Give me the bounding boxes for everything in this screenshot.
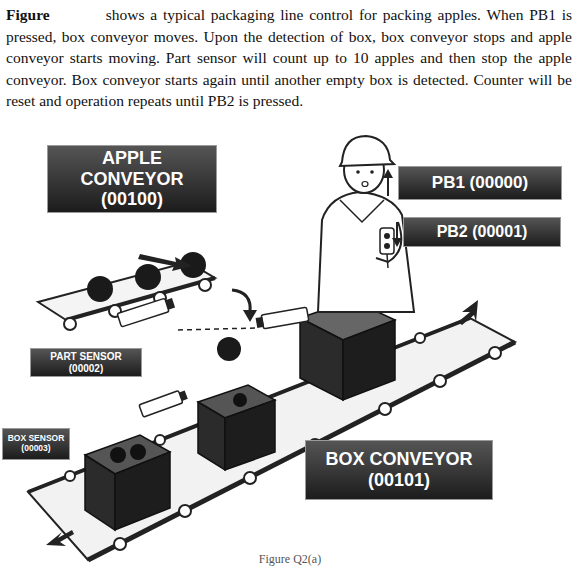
roller bbox=[65, 471, 75, 481]
apple bbox=[217, 337, 241, 361]
sensor-lens bbox=[165, 298, 175, 310]
description-block: Figure shows a typical packaging line co… bbox=[6, 4, 572, 112]
worker-arm bbox=[376, 222, 401, 262]
node-label: BOX CONVEYOR (00101) bbox=[308, 449, 490, 490]
apple bbox=[135, 264, 161, 290]
part-sensor-receiver bbox=[255, 307, 309, 330]
press-arrowhead bbox=[392, 238, 402, 247]
label-box: APPLE CONVEYOR (00100) bbox=[47, 145, 217, 213]
roller bbox=[415, 333, 425, 343]
roller bbox=[114, 538, 126, 550]
fall-arrow bbox=[232, 290, 250, 312]
press-arrow bbox=[396, 222, 398, 240]
apple bbox=[130, 444, 146, 460]
node-label: PB1 (00000) bbox=[432, 173, 528, 193]
fall-arrowhead bbox=[243, 310, 257, 322]
label-box: BOX CONVEYOR (00101) bbox=[305, 440, 493, 500]
figure-caption: Figure Q2(a) bbox=[180, 552, 400, 567]
label-text-group: BOX CONVEYOR (00101) bbox=[308, 449, 490, 490]
press-arrow bbox=[387, 176, 389, 196]
node-label: APPLE CONVEYOR (00100) bbox=[50, 148, 214, 210]
sensor-cylinder bbox=[261, 307, 309, 329]
box-side bbox=[300, 318, 343, 400]
node-label: PART SENSOR (00002) bbox=[33, 351, 139, 374]
box-conveyor-belt bbox=[28, 318, 515, 560]
sensor-lens bbox=[179, 390, 188, 401]
direction-arrow bbox=[458, 300, 478, 325]
box-side bbox=[85, 455, 115, 530]
roller bbox=[434, 375, 446, 387]
label-text-group: PART SENSOR (00002) bbox=[33, 351, 139, 374]
sensor-lens bbox=[256, 317, 265, 328]
roller bbox=[179, 505, 191, 517]
label-box: BOX SENSOR (00003) bbox=[2, 428, 70, 460]
box-front bbox=[225, 400, 275, 470]
node-label: BOX SENSOR (00003) bbox=[5, 434, 67, 454]
box-front bbox=[343, 320, 395, 400]
pendant-station bbox=[380, 228, 394, 254]
box-side bbox=[198, 402, 225, 470]
part-sensor-body bbox=[117, 296, 176, 327]
worker-mouth bbox=[362, 182, 368, 187]
label-box: PB2 (00001) bbox=[403, 217, 561, 247]
roller bbox=[64, 318, 76, 330]
description-text: shows a typical packaging line control f… bbox=[6, 6, 572, 109]
press-arrowhead bbox=[383, 169, 393, 178]
roller bbox=[244, 472, 256, 484]
sensor-beam bbox=[178, 328, 256, 330]
box-front bbox=[115, 452, 170, 530]
label-box: PB1 (00000) bbox=[398, 166, 562, 200]
apple bbox=[87, 276, 113, 302]
roller bbox=[379, 403, 391, 415]
roller bbox=[489, 347, 501, 359]
box-sensor-body bbox=[139, 389, 189, 418]
worker-eye bbox=[370, 170, 374, 174]
worker-collar bbox=[340, 200, 384, 222]
label-text-group: APPLE CONVEYOR (00100) bbox=[50, 148, 214, 210]
push-button bbox=[384, 243, 390, 249]
worker-eye bbox=[356, 170, 360, 174]
worker-body bbox=[318, 192, 414, 312]
worker-helmet bbox=[340, 136, 394, 166]
push-button bbox=[384, 233, 390, 239]
label-text-group: BOX SENSOR (00003) bbox=[5, 434, 67, 454]
label-text-group: PB1 (00000) bbox=[432, 173, 528, 193]
direction-arrow bbox=[46, 530, 74, 546]
pendant-cable bbox=[387, 254, 388, 268]
apple bbox=[110, 447, 126, 463]
label-box: PART SENSOR (00002) bbox=[30, 348, 142, 377]
direction-arrow bbox=[138, 254, 192, 271]
node-label: PB2 (00001) bbox=[437, 223, 528, 241]
label-text-group: PB2 (00001) bbox=[437, 223, 528, 241]
figure-ref: Figure bbox=[6, 4, 100, 26]
roller bbox=[199, 279, 211, 291]
sensor-cylinder bbox=[117, 298, 169, 327]
apple bbox=[233, 393, 247, 407]
sensor-cylinder bbox=[139, 391, 183, 418]
